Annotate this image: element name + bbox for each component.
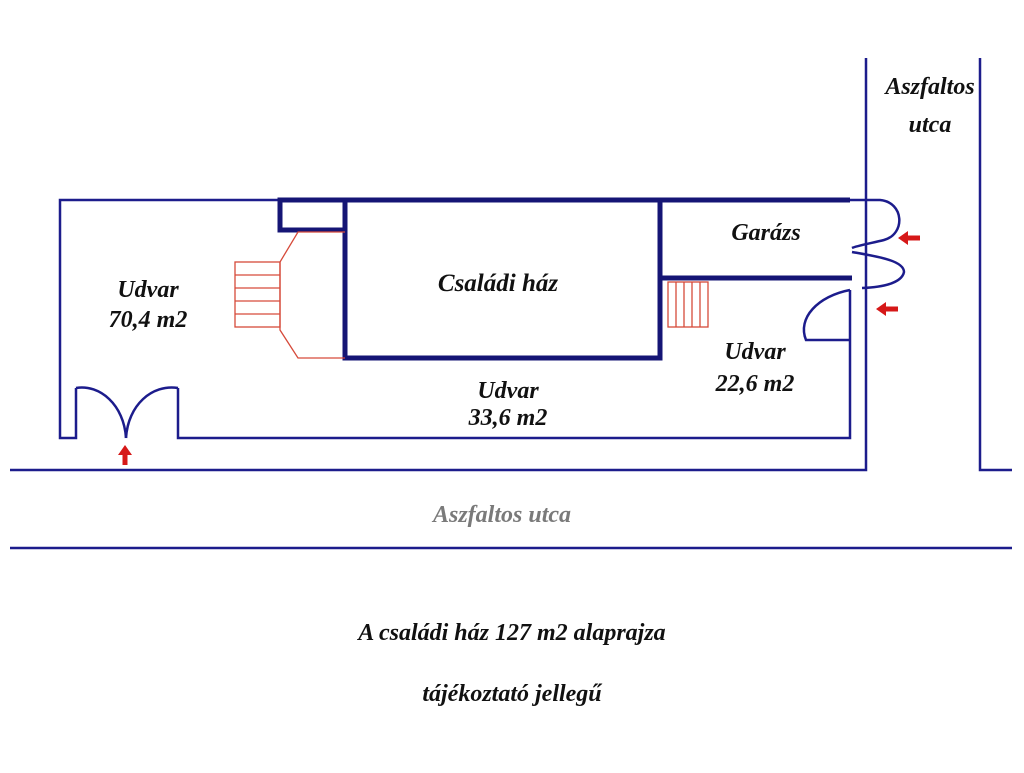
stair-flight-right [667, 281, 709, 328]
yard-middle-area: 33,6 m2 [468, 405, 548, 431]
yard-left-area: 70,4 m2 [109, 307, 188, 333]
gate-bottom-left-leaf-right [124, 386, 179, 439]
entrance-arrow-icon [876, 302, 898, 316]
area-labels: Aszfaltos utca Garázs Családi ház Udvar … [109, 74, 975, 528]
streets [10, 58, 1012, 550]
yard-middle-name: Udvar [477, 378, 539, 404]
yard-right-name: Udvar [724, 339, 786, 365]
house-corner-nook [277, 197, 345, 233]
house-label: Családi ház [438, 270, 558, 297]
entrance-arrow-icon [118, 445, 132, 465]
house-walls [277, 197, 852, 361]
garage-gate-leaf-bottom [851, 250, 906, 290]
street-bottom-label: Aszfaltos utca [431, 502, 571, 528]
yard-right-gate-leaf [802, 288, 851, 342]
plot-outline-left [58, 198, 280, 440]
yard-right-area: 22,6 m2 [715, 371, 795, 397]
stairs-right [667, 281, 709, 328]
garage-gate-leaf-top [850, 198, 901, 250]
stair-landing-left [279, 231, 345, 359]
street-right-label-line2: utca [909, 112, 952, 138]
yard-left-name: Udvar [117, 277, 179, 303]
garage-label: Garázs [731, 220, 800, 246]
caption-subtitle: tájékoztató jellegű [422, 681, 603, 707]
caption-title: A családi ház 127 m2 alaprajza [356, 620, 665, 646]
stair-flight-left [234, 261, 281, 328]
stairs-left [234, 231, 345, 359]
street-right-label-line1: Aszfaltos [883, 74, 974, 100]
street-right-west-edge [10, 58, 868, 472]
gates [75, 198, 906, 439]
gate-bottom-left-leaf-left [75, 386, 128, 439]
plot-boundary [58, 198, 852, 440]
street-right-east-edge [978, 58, 1012, 472]
entrance-arrows [118, 231, 920, 465]
entrance-arrow-icon [898, 231, 920, 245]
plot-outline-bottom [176, 290, 852, 440]
caption: A családi ház 127 m2 alaprajza tájékozta… [356, 620, 665, 707]
